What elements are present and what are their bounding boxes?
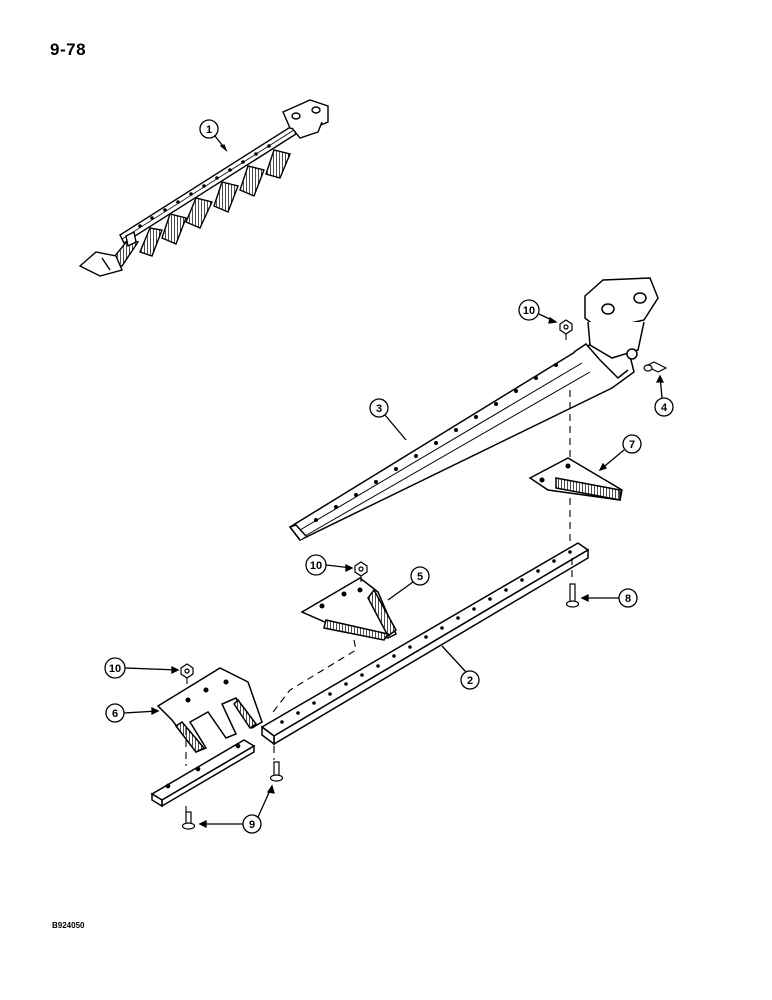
knife-section-right	[528, 457, 623, 501]
figure-code: B924050	[52, 921, 85, 930]
svg-text:2: 2	[467, 675, 473, 687]
svg-text:7: 7	[629, 439, 635, 451]
callout-3: 3	[369, 398, 407, 441]
svg-text:10: 10	[109, 663, 121, 675]
bolt-9-upper	[269, 761, 284, 782]
callout-5: 5	[387, 566, 430, 601]
knife-section-left	[156, 667, 263, 753]
callout-10-top: 10	[518, 299, 558, 324]
knife-section-middle	[300, 577, 397, 641]
bolt-9-lower	[181, 811, 196, 830]
svg-text:8: 8	[625, 593, 631, 605]
callout-8: 8	[580, 588, 638, 608]
knife-assembly-overview	[78, 99, 329, 277]
pin-4	[643, 361, 668, 373]
page-number: 9-78	[50, 40, 87, 59]
svg-text:10: 10	[310, 560, 322, 572]
callout-10-middle: 10	[305, 554, 354, 576]
nut-10-top	[559, 319, 573, 335]
svg-text:3: 3	[376, 403, 382, 415]
svg-text:9: 9	[249, 819, 255, 831]
callout-1: 1	[199, 119, 228, 153]
bolt-8	[565, 583, 580, 608]
svg-text:1: 1	[206, 124, 212, 136]
svg-text:10: 10	[523, 305, 535, 317]
knife-head-bar	[288, 277, 659, 541]
callout-4: 4	[654, 374, 674, 417]
nut-10-bottom	[180, 663, 194, 679]
nut-10-middle	[354, 561, 368, 577]
svg-text:6: 6	[112, 708, 118, 720]
assembly-dash-lines	[185, 334, 573, 812]
callout-7: 7	[598, 434, 642, 472]
svg-text:5: 5	[417, 571, 423, 583]
knife-back-bar	[260, 542, 590, 746]
callout-9: 9	[198, 784, 275, 834]
callout-2: 2	[441, 645, 480, 690]
callout-6: 6	[105, 703, 160, 723]
callout-10-bottom: 10	[104, 657, 180, 679]
knife-back-short-bar	[150, 739, 256, 808]
svg-text:4: 4	[661, 402, 668, 414]
